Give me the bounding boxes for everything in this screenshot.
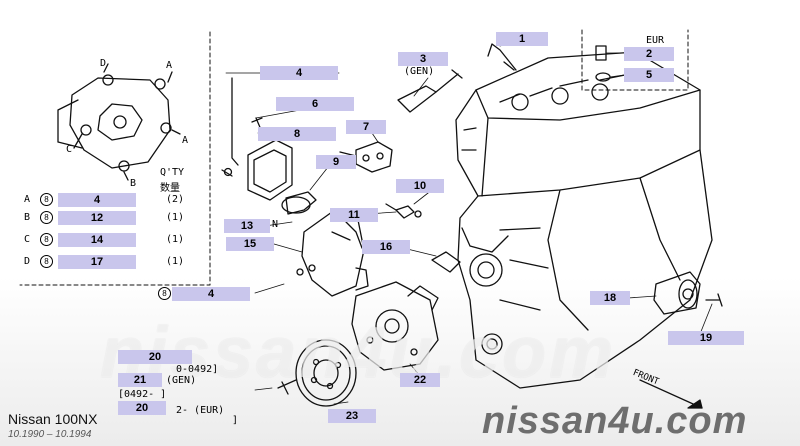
legend-part-callout[interactable]: 17 bbox=[58, 255, 136, 269]
qty-header: Q'TY bbox=[160, 167, 185, 178]
callout-9[interactable]: 9 bbox=[316, 155, 356, 169]
callout-1[interactable]: 1 bbox=[496, 32, 548, 46]
bolt-circle: 8 bbox=[40, 211, 53, 224]
legend-qty: (2) bbox=[166, 194, 185, 205]
legend-qty: (1) bbox=[166, 256, 185, 267]
legend-part-callout[interactable]: 12 bbox=[58, 211, 136, 225]
callout-19[interactable]: 19 bbox=[668, 331, 744, 345]
legend-part-callout[interactable]: 4 bbox=[58, 193, 136, 207]
callout-20-eur[interactable]: 20 bbox=[118, 401, 166, 415]
callout-20[interactable]: 20 bbox=[118, 350, 192, 364]
housing-letter-a-right: A bbox=[182, 135, 189, 146]
callout-18[interactable]: 18 bbox=[590, 291, 630, 305]
bolt-circle: 8 bbox=[40, 193, 53, 206]
housing-letter-c: C bbox=[66, 144, 73, 155]
legend-letter: A bbox=[24, 194, 31, 205]
model-name: Nissan 100NX bbox=[8, 411, 98, 427]
callout-7[interactable]: 7 bbox=[346, 120, 386, 134]
production-dates: 10.1990 – 10.1994 bbox=[8, 429, 92, 440]
housing-letter-a-top: A bbox=[166, 60, 173, 71]
callout-6[interactable]: 6 bbox=[276, 97, 354, 111]
note-row-2: (GEN) bbox=[166, 375, 197, 386]
callout-22[interactable]: 22 bbox=[400, 373, 440, 387]
legend-qty: (1) bbox=[166, 234, 185, 245]
bolt-circle: 8 bbox=[40, 255, 53, 268]
callout-15[interactable]: 15 bbox=[226, 237, 274, 251]
callout-23[interactable]: 23 bbox=[328, 409, 376, 423]
callout-2[interactable]: 2 bbox=[624, 47, 674, 61]
legend-qty: (1) bbox=[166, 212, 185, 223]
legend-letter: B bbox=[24, 212, 31, 223]
watermark-small: nissan4u.com bbox=[482, 400, 748, 442]
callout-11[interactable]: 11 bbox=[330, 208, 378, 222]
callout-21[interactable]: 21 bbox=[118, 373, 162, 387]
callout-16[interactable]: 16 bbox=[362, 240, 410, 254]
n-label: N bbox=[272, 219, 279, 230]
housing-letter-d: D bbox=[100, 58, 107, 69]
callout-3[interactable]: 3 bbox=[398, 52, 448, 66]
callout-10[interactable]: 10 bbox=[396, 179, 444, 193]
note-row-4: 2- (EUR) bbox=[176, 405, 225, 416]
note-row-4-end: ] bbox=[232, 415, 239, 426]
callout-5[interactable]: 5 bbox=[624, 68, 674, 82]
eur-box-label: EUR bbox=[646, 35, 665, 46]
note-row-3: [0492- ] bbox=[118, 389, 167, 400]
bolt-circle: 8 bbox=[40, 233, 53, 246]
housing-letter-b: B bbox=[130, 178, 137, 189]
note-row-1: 0-0492] bbox=[176, 364, 219, 375]
callout-4[interactable]: 4 bbox=[260, 66, 338, 80]
callout-4-bottom[interactable]: 4 bbox=[172, 287, 250, 301]
callout-13[interactable]: 13 bbox=[224, 219, 270, 233]
callout-3-note: (GEN) bbox=[404, 66, 435, 77]
bolt-circle-bottom: 8 bbox=[158, 287, 171, 300]
legend-letter: C bbox=[24, 234, 31, 245]
legend-letter: D bbox=[24, 256, 31, 267]
legend-part-callout[interactable]: 14 bbox=[58, 233, 136, 247]
qty-header-jp: 数量 bbox=[160, 183, 180, 194]
callout-8[interactable]: 8 bbox=[258, 127, 336, 141]
